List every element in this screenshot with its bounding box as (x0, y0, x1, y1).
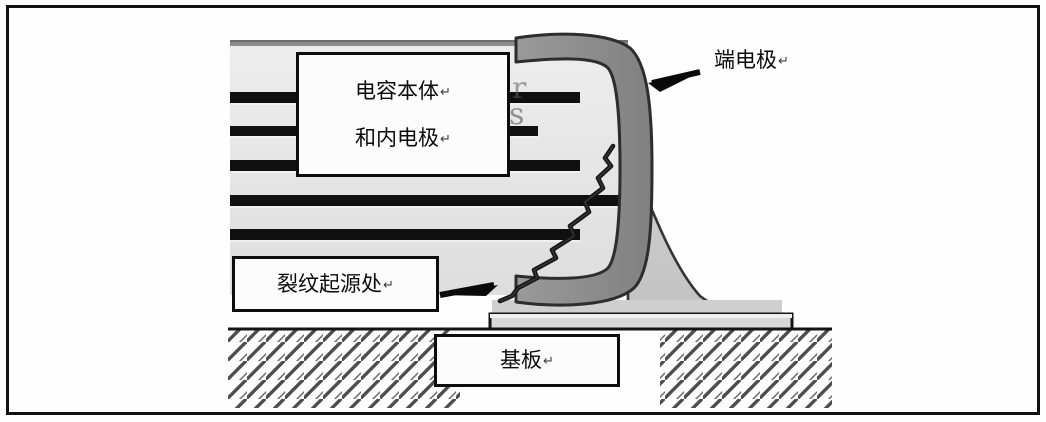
callout-capacitor-body: 电容本体↵ 和内电极↵ (296, 52, 510, 177)
callout-crack-origin: 裂纹起源处↵ (232, 256, 439, 312)
callout-substrate-text: 基板↵ (500, 348, 554, 373)
svg-text:s: s (509, 97, 524, 132)
substrate-hatch-right (660, 330, 832, 408)
pilcrow-mark: ↵ (440, 85, 451, 101)
callout-capacitor-body-line2: 和内电极↵ (355, 125, 451, 150)
terminal-electrode (514, 32, 654, 307)
substrate-hatch-left (228, 330, 460, 408)
callout-capacitor-body-line1: 电容本体↵ (355, 79, 451, 104)
label-terminal-electrode: 端电极↵ (714, 48, 789, 72)
crack-line (497, 143, 616, 304)
pilcrow-mark: ↵ (440, 131, 451, 147)
solder-pad (488, 312, 794, 331)
svg-text:r: r (512, 71, 527, 106)
pilcrow-mark: ↵ (543, 354, 554, 370)
body-watermark-text: r s (509, 71, 527, 132)
callout-substrate: 基板↵ (434, 334, 620, 387)
terminal-electrode-arrow (648, 68, 701, 92)
pilcrow-mark: ↵ (778, 54, 789, 69)
pilcrow-mark: ↵ (383, 277, 394, 293)
crack-origin-arrow (439, 276, 498, 298)
callout-crack-origin-text: 裂纹起源处↵ (277, 271, 394, 296)
